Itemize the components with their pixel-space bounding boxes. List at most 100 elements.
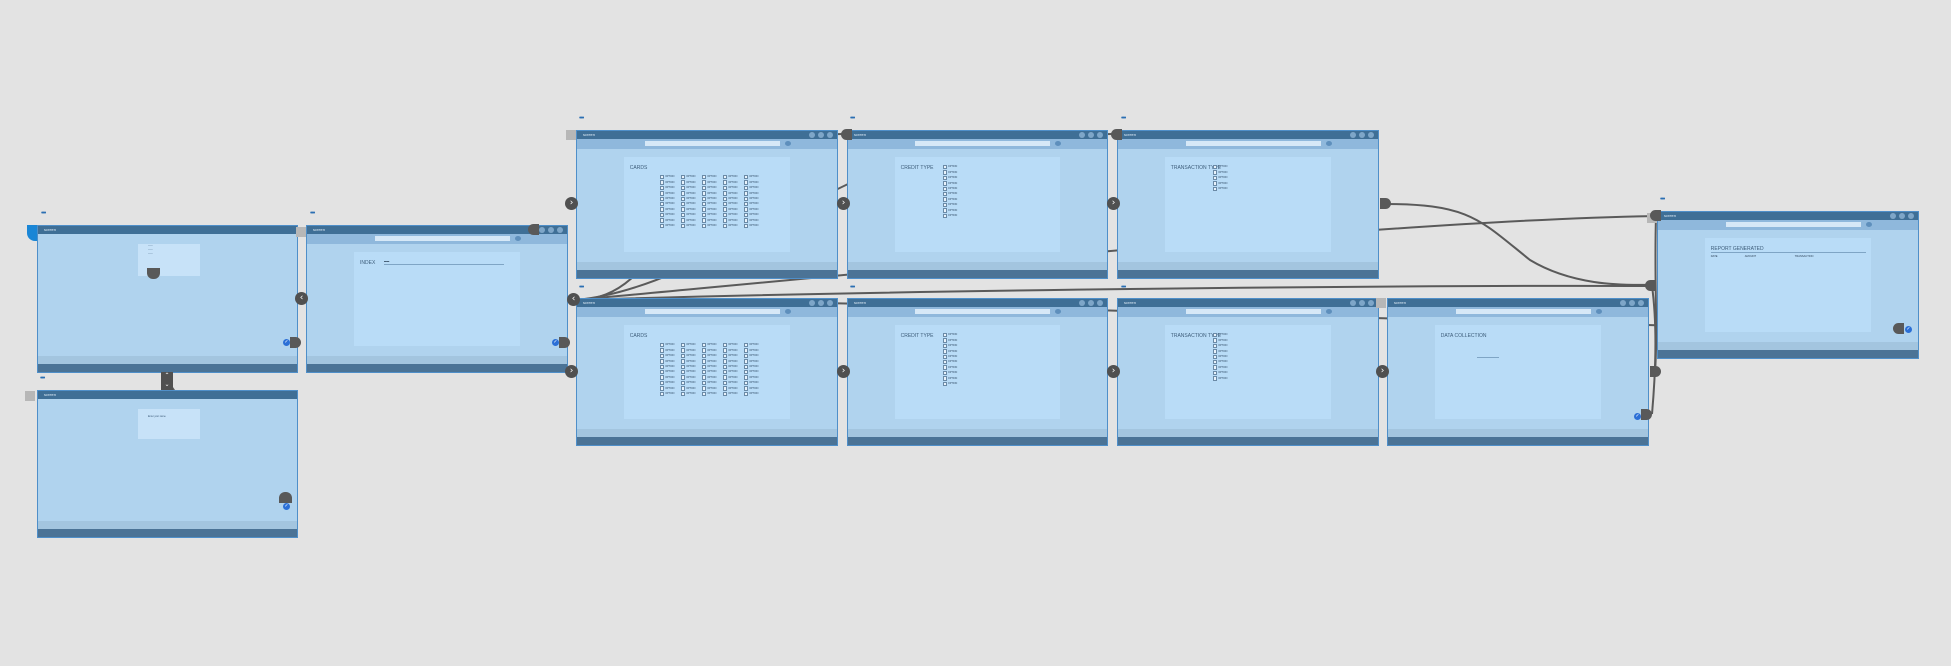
- port-right[interactable]: [290, 337, 301, 348]
- screen-start[interactable]: screen —— —— ——: [37, 225, 298, 373]
- option-checkbox[interactable]: OPTION: [702, 180, 722, 184]
- option-checkbox[interactable]: OPTION: [744, 365, 764, 369]
- option-checkbox[interactable]: OPTION: [702, 392, 722, 396]
- chevron-right-icon[interactable]: ›: [1107, 365, 1120, 378]
- option-checkbox[interactable]: OPTION: [660, 207, 680, 211]
- window-controls[interactable]: [1620, 300, 1644, 306]
- window-controls[interactable]: [809, 300, 833, 306]
- option-checkbox[interactable]: OPTION: [723, 224, 743, 228]
- port-left[interactable]: [528, 224, 539, 235]
- option-checkbox[interactable]: OPTION: [702, 175, 722, 179]
- option-checkbox[interactable]: OPTION: [681, 343, 701, 347]
- option-checkbox[interactable]: OPTION: [744, 370, 764, 374]
- option-checkbox[interactable]: OPTION: [681, 175, 701, 179]
- address-bar[interactable]: [915, 309, 1050, 314]
- screen-sub[interactable]: screen Enter your name: [37, 390, 298, 538]
- menu-dots-icon[interactable]: •••: [850, 284, 855, 291]
- option-checkbox[interactable]: OPTION: [660, 191, 680, 195]
- option-checkbox[interactable]: OPTION: [723, 370, 743, 374]
- option-checkbox[interactable]: OPTION: [943, 187, 957, 191]
- option-checkbox[interactable]: OPTION: [1213, 349, 1227, 353]
- option-checkbox[interactable]: OPTION: [681, 354, 701, 358]
- option-checkbox[interactable]: OPTION: [1213, 365, 1227, 369]
- option-checkbox[interactable]: OPTION: [702, 207, 722, 211]
- option-checkbox[interactable]: OPTION: [723, 392, 743, 396]
- option-checkbox[interactable]: OPTION: [681, 381, 701, 385]
- option-checkbox[interactable]: OPTION: [943, 208, 957, 212]
- option-checkbox[interactable]: OPTION: [702, 386, 722, 390]
- port-left[interactable]: [841, 129, 852, 140]
- option-checkbox[interactable]: OPTION: [702, 370, 722, 374]
- option-checkbox[interactable]: OPTION: [943, 197, 957, 201]
- option-checkbox[interactable]: OPTION: [1213, 344, 1227, 348]
- chevron-right-icon[interactable]: ›: [565, 365, 578, 378]
- window-controls[interactable]: [539, 227, 563, 233]
- address-bar[interactable]: [1725, 222, 1861, 227]
- menu-dots-icon[interactable]: •••: [310, 210, 315, 217]
- go-button[interactable]: [1055, 309, 1062, 314]
- option-checkbox[interactable]: OPTION: [744, 207, 764, 211]
- chevron-right-icon[interactable]: ›: [837, 197, 850, 210]
- option-checkbox[interactable]: OPTION: [723, 381, 743, 385]
- option-checkbox[interactable]: OPTION: [681, 370, 701, 374]
- option-checkbox[interactable]: OPTION: [702, 197, 722, 201]
- option-checkbox[interactable]: OPTION: [723, 191, 743, 195]
- option-checkbox[interactable]: OPTION: [723, 386, 743, 390]
- address-bar[interactable]: [374, 236, 510, 241]
- option-checkbox[interactable]: OPTION: [660, 370, 680, 374]
- option-checkbox[interactable]: OPTION: [681, 197, 701, 201]
- option-checkbox[interactable]: OPTION: [744, 343, 764, 347]
- address-bar[interactable]: [1185, 141, 1321, 146]
- address-bar[interactable]: [1455, 309, 1591, 314]
- option-checkbox[interactable]: OPTION: [681, 392, 701, 396]
- go-button[interactable]: [785, 141, 791, 146]
- option-checkbox[interactable]: OPTION: [660, 359, 680, 363]
- option-checkbox[interactable]: OPTION: [723, 365, 743, 369]
- option-checkbox[interactable]: OPTION: [943, 365, 957, 369]
- option-checkbox[interactable]: OPTION: [1213, 176, 1227, 180]
- window-controls[interactable]: [1079, 300, 1103, 306]
- option-checkbox[interactable]: OPTION: [660, 365, 680, 369]
- option-checkbox[interactable]: OPTION: [702, 354, 722, 358]
- go-button[interactable]: [1326, 141, 1332, 146]
- go-button[interactable]: [1055, 141, 1062, 146]
- option-checkbox[interactable]: OPTION: [660, 202, 680, 206]
- option-checkbox[interactable]: OPTION: [702, 191, 722, 195]
- option-checkbox[interactable]: OPTION: [723, 348, 743, 352]
- option-checkbox[interactable]: OPTION: [744, 348, 764, 352]
- option-checkbox[interactable]: OPTION: [702, 218, 722, 222]
- go-button[interactable]: [1866, 222, 1872, 227]
- input-line[interactable]: [1476, 357, 1499, 358]
- option-checkbox[interactable]: OPTION: [744, 175, 764, 179]
- option-checkbox[interactable]: OPTION: [1213, 338, 1227, 342]
- menu-dots-icon[interactable]: •••: [579, 115, 584, 122]
- option-checkbox[interactable]: OPTION: [681, 213, 701, 217]
- chevron-right-icon[interactable]: ›: [565, 197, 578, 210]
- option-checkbox[interactable]: OPTION: [681, 386, 701, 390]
- address-bar[interactable]: [644, 141, 780, 146]
- option-checkbox[interactable]: OPTION: [943, 355, 957, 359]
- option-checkbox[interactable]: OPTION: [744, 191, 764, 195]
- port-left[interactable]: [1893, 323, 1904, 334]
- option-checkbox[interactable]: OPTION: [702, 365, 722, 369]
- option-checkbox[interactable]: OPTION: [660, 354, 680, 358]
- option-checkbox[interactable]: OPTION: [660, 180, 680, 184]
- option-checkbox[interactable]: OPTION: [744, 381, 764, 385]
- chevron-right-icon[interactable]: ›: [837, 365, 850, 378]
- port-left[interactable]: [1650, 210, 1661, 221]
- option-checkbox[interactable]: OPTION: [660, 175, 680, 179]
- option-checkbox[interactable]: OPTION: [1213, 371, 1227, 375]
- option-checkbox[interactable]: OPTION: [660, 348, 680, 352]
- option-checkbox[interactable]: OPTION: [660, 186, 680, 190]
- option-checkbox[interactable]: OPTION: [943, 376, 957, 380]
- option-checkbox[interactable]: OPTION: [660, 224, 680, 228]
- option-checkbox[interactable]: OPTION: [723, 197, 743, 201]
- option-checkbox[interactable]: OPTION: [723, 354, 743, 358]
- option-checkbox[interactable]: OPTION: [744, 202, 764, 206]
- option-checkbox[interactable]: OPTION: [660, 343, 680, 347]
- port-right[interactable]: [559, 337, 570, 348]
- chevron-right-icon[interactable]: ›: [1376, 365, 1389, 378]
- option-checkbox[interactable]: OPTION: [1213, 170, 1227, 174]
- option-checkbox[interactable]: OPTION: [681, 375, 701, 379]
